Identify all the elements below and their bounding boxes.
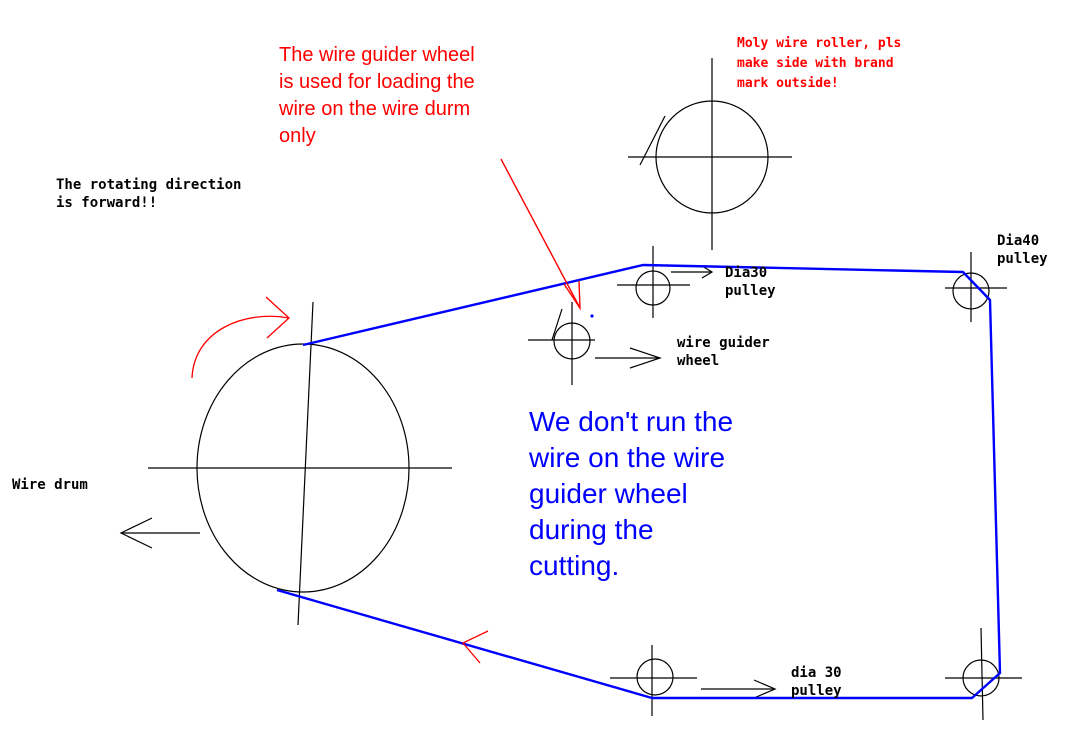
moly-wire-roller-icon (628, 58, 792, 250)
guider-note: The wire guider wheel is used for loadin… (279, 44, 475, 147)
pulley-dia30-bottom-label: dia 30 pulley (791, 665, 842, 699)
pulley-dia30-top-arrow-icon (671, 265, 714, 279)
return-direction-chevron-icon (461, 630, 489, 664)
run-note: We don't run the wire on the wire guider… (529, 406, 734, 581)
wire-guider-wheel-icon (528, 302, 595, 385)
wire-path (276, 263, 1002, 700)
pulley-dia30-top-icon (617, 246, 690, 318)
guider-wheel-label: wire guider wheel (677, 335, 770, 369)
pulley-dia30-bottom-arrow-icon (701, 679, 777, 699)
pulley-bottom-right-icon (945, 627, 1022, 721)
wire-drum-arrow-icon (119, 517, 200, 549)
wire-drum-label: Wire drum (12, 477, 88, 493)
guider-pointer-arrow-icon (500, 158, 581, 311)
roller-note: Moly wire roller, pls make side with bra… (737, 36, 902, 91)
rotation-arrow-icon (191, 296, 290, 379)
wire-guider-wheel-arrow-icon (595, 347, 662, 369)
pulley-dia40-icon (945, 252, 1007, 322)
rotation-note: The rotating direction is forward!! (56, 177, 242, 211)
guider-contact-dot-icon (590, 314, 594, 318)
pulley-dia40-label: Dia40 pulley (997, 233, 1048, 267)
pulley-dia30-bottom-icon (610, 645, 697, 716)
wire-drum-icon (148, 301, 452, 626)
pulley-dia30-top-label: Dia30 pulley (725, 265, 776, 299)
